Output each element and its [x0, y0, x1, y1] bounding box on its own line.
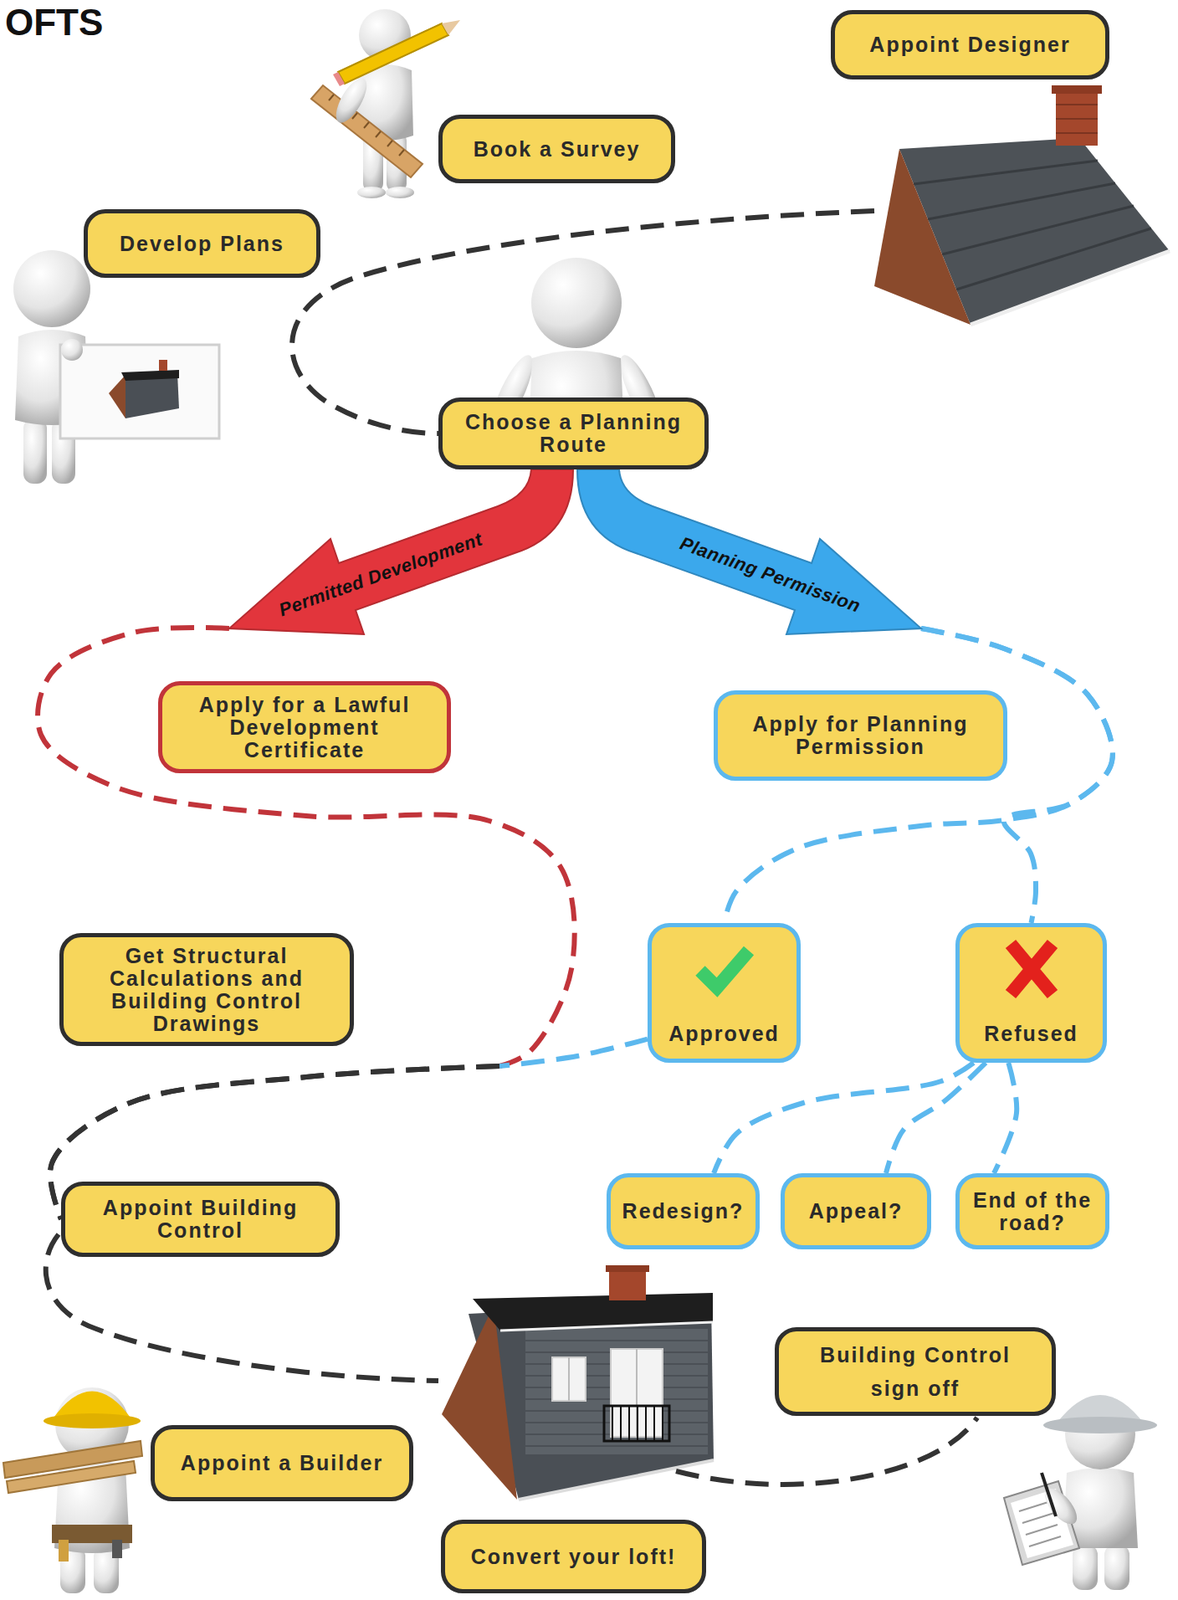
planner-figure — [60, 344, 220, 439]
converted-house-illustration — [525, 1340, 708, 1446]
step-label: Convert your loft! — [471, 1545, 677, 1568]
surveyor-figure — [441, 20, 461, 36]
step-box: Get Structural Calculations and Building… — [59, 932, 354, 1046]
roof-illustration — [1055, 104, 1098, 134]
dashed-connector — [713, 1062, 974, 1173]
planner-figure — [158, 359, 168, 371]
surveyor-figure — [311, 9, 461, 199]
builder-figure — [3, 1387, 143, 1593]
step-box: Apply for a Lawful Development Certifica… — [158, 681, 451, 774]
outcome-box: Approved — [647, 922, 801, 1063]
page-title: OFTS — [5, 1, 103, 44]
arrow-shape — [577, 469, 922, 635]
surveyor-figure — [357, 186, 386, 199]
step-label: Apply for Planning Permission — [732, 712, 989, 759]
roof-illustration — [1051, 85, 1102, 94]
inspector-figure — [1043, 1416, 1158, 1434]
chooser-figure — [531, 257, 622, 349]
converted-house-illustration — [441, 1305, 518, 1500]
arrow-shape — [221, 469, 578, 637]
converted-house-illustration — [441, 1265, 714, 1500]
dashed-connector — [886, 1062, 986, 1173]
cross-icon — [997, 938, 1066, 999]
dashed-connector — [886, 1062, 986, 1173]
planner-figure — [23, 418, 47, 484]
converted-house-illustration — [472, 1292, 713, 1331]
converted-house-illustration — [604, 1405, 670, 1441]
step-box: Redesign? — [606, 1172, 760, 1250]
surveyor-figure — [385, 186, 415, 199]
step-box: Appoint Building Control — [61, 1181, 340, 1257]
roof-illustration — [970, 250, 1170, 325]
dashed-connector — [993, 1062, 1017, 1173]
step-box: Appoint a Builder — [150, 1424, 414, 1501]
roof-illustration — [874, 148, 971, 325]
planner-figure — [108, 374, 126, 419]
step-box: Book a Survey — [438, 114, 676, 184]
converted-house-illustration — [518, 1459, 714, 1500]
route-arrow: Planning Permission — [573, 469, 929, 637]
planner-figure — [13, 250, 220, 484]
roof-illustration — [874, 85, 1170, 325]
inspector-figure — [1104, 1544, 1130, 1590]
arrow-shape — [229, 469, 574, 635]
planner-figure — [121, 369, 180, 381]
step-box: Appoint Designer — [830, 10, 1110, 80]
step-label: Develop Plans — [119, 232, 285, 256]
step-box: Building Control sign off — [774, 1326, 1056, 1416]
converted-house-illustration — [552, 1357, 586, 1401]
check-icon — [700, 950, 749, 988]
inspector-figure — [1072, 1544, 1098, 1590]
step-box: Convert your loft! — [440, 1519, 707, 1593]
inspector-figure — [1003, 1394, 1158, 1590]
cross-icon — [1010, 943, 1053, 994]
step-label: Apply for a Lawful Development Certifica… — [177, 693, 432, 762]
arrow-shape — [573, 469, 929, 637]
converted-house-illustration — [525, 1328, 708, 1455]
dashed-connector — [37, 627, 575, 1219]
step-box: Apply for Planning Permission — [713, 690, 1008, 781]
step-label: End of the road? — [969, 1188, 1096, 1235]
dashed-connector — [37, 627, 575, 1066]
planner-figure — [61, 338, 83, 361]
builder-figure — [43, 1413, 141, 1429]
builder-figure — [112, 1539, 123, 1558]
step-label: Appeal? — [809, 1199, 904, 1223]
dashed-connector — [993, 1062, 1017, 1173]
route-arrow: Permitted Development — [221, 469, 578, 637]
dashed-path — [676, 1417, 978, 1485]
builder-figure — [6, 1460, 136, 1493]
surveyor-figure — [332, 71, 345, 87]
dashed-connector — [713, 1062, 974, 1173]
surveyor-figure — [330, 73, 374, 128]
step-label: Choose a Planning Route — [457, 410, 690, 456]
outcome-box: Refused — [955, 922, 1107, 1063]
step-box: Choose a Planning Route — [438, 397, 709, 470]
builder-figure — [58, 1539, 69, 1562]
step-label: Redesign? — [622, 1199, 745, 1223]
step-label: Get Structural Calculations and Building… — [78, 944, 335, 1035]
roof-illustration — [1055, 90, 1098, 146]
step-label: Appoint a Builder — [180, 1451, 384, 1475]
planner-figure — [13, 250, 91, 328]
converted-house-illustration — [609, 1270, 646, 1301]
inspector-figure — [1041, 1472, 1056, 1517]
step-label: Approved — [668, 1022, 780, 1045]
step-label: Building Control sign off — [812, 1337, 1019, 1405]
surveyor-figure — [338, 23, 449, 84]
check-icon — [690, 938, 759, 999]
step-label: Refused — [983, 1022, 1079, 1045]
step-box: Appeal? — [780, 1172, 932, 1250]
converted-house-illustration — [568, 1357, 570, 1401]
step-box: Develop Plans — [83, 209, 321, 278]
step-label: Book a Survey — [473, 138, 641, 161]
step-label: Appoint Designer — [869, 33, 1071, 57]
converted-house-illustration — [500, 1321, 713, 1331]
converted-house-illustration — [612, 1405, 663, 1441]
converted-house-illustration — [605, 1265, 650, 1272]
step-box: End of the road? — [955, 1172, 1110, 1250]
dashed-connector — [499, 1039, 648, 1066]
step-label: Appoint Building Control — [80, 1196, 321, 1242]
surveyor-figure — [311, 85, 423, 178]
